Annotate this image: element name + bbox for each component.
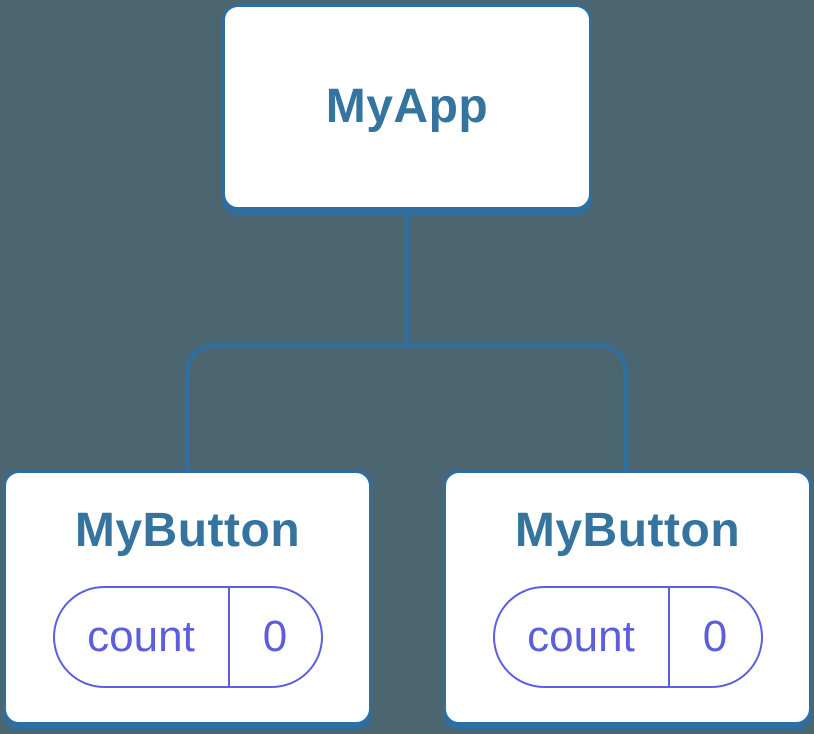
- root-component-label: MyApp: [325, 80, 489, 133]
- state-pill: count 0: [492, 586, 763, 688]
- child-component-card-2: MyButton count 0: [443, 470, 812, 725]
- child-component-card-1: MyButton count 0: [3, 470, 372, 725]
- children-bracket-line: [184, 342, 629, 471]
- state-pill: count 0: [52, 586, 323, 688]
- state-name: count: [87, 612, 195, 661]
- child-component-label: MyButton: [74, 504, 301, 557]
- child-component-label: MyButton: [514, 504, 741, 557]
- state-name: count: [527, 612, 635, 661]
- state-value: 0: [667, 588, 761, 686]
- root-component-card: MyApp: [222, 4, 592, 210]
- state-value: 0: [227, 588, 321, 686]
